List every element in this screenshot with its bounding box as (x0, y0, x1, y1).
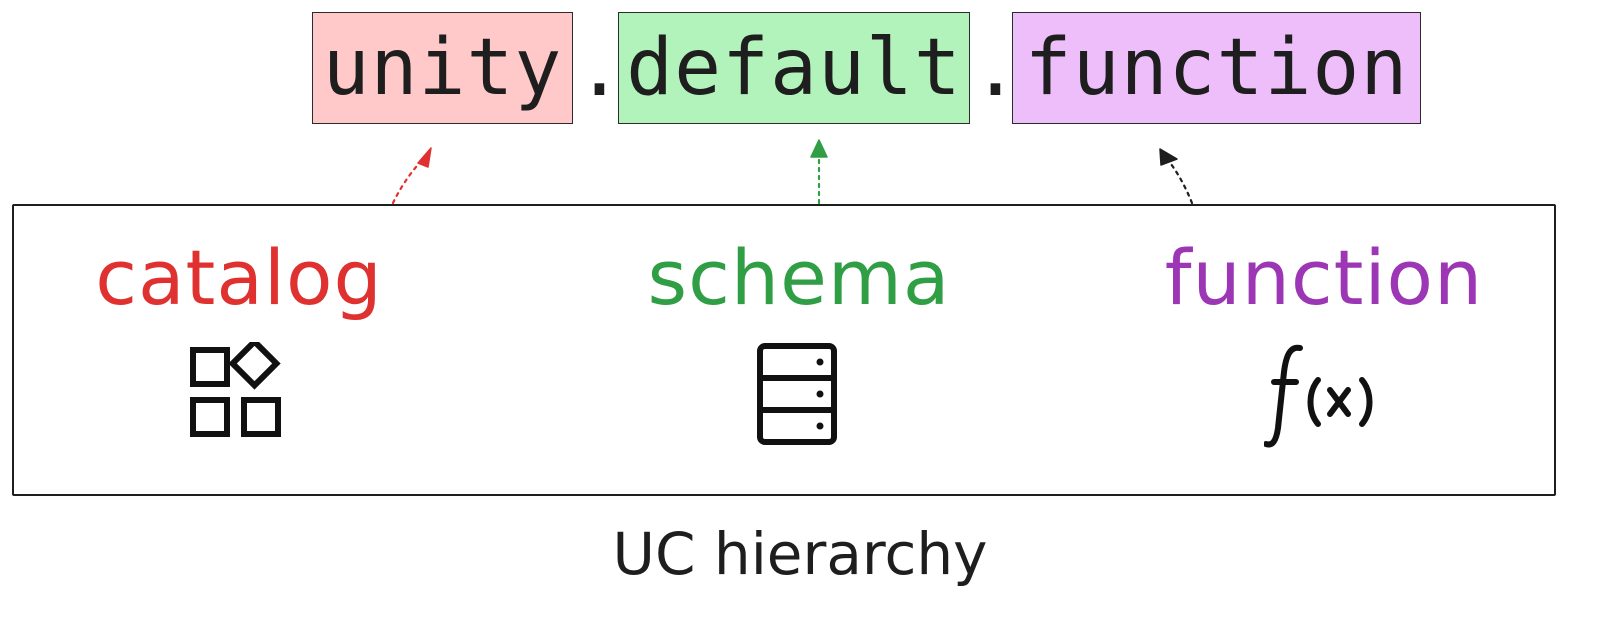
path-separator: . (972, 24, 1019, 114)
hierarchy-level-function: function (1144, 206, 1504, 494)
uc-hierarchy-box: catalog schema (12, 204, 1556, 496)
database-server-icon (754, 342, 844, 452)
function-label: function (1164, 233, 1484, 322)
function-name-segment: function (1012, 12, 1421, 124)
hierarchy-level-catalog: catalog (74, 206, 404, 494)
arrow-function-to-function (1159, 148, 1194, 205)
path-separator: . (576, 24, 623, 114)
schema-name-segment: default (618, 12, 970, 124)
diagram-caption: UC hierarchy (612, 520, 988, 588)
catalog-label: catalog (95, 233, 383, 322)
catalog-blocks-icon (189, 337, 289, 446)
schema-label: schema (647, 233, 951, 322)
function-fx-icon (1263, 342, 1384, 458)
hierarchy-level-schema: schema (644, 206, 954, 494)
arrow-schema-to-default (810, 139, 828, 205)
catalog-name-segment: unity (312, 12, 573, 124)
arrow-catalog-to-unity (391, 147, 432, 205)
qualified-name: unity . default . function (0, 0, 1600, 140)
